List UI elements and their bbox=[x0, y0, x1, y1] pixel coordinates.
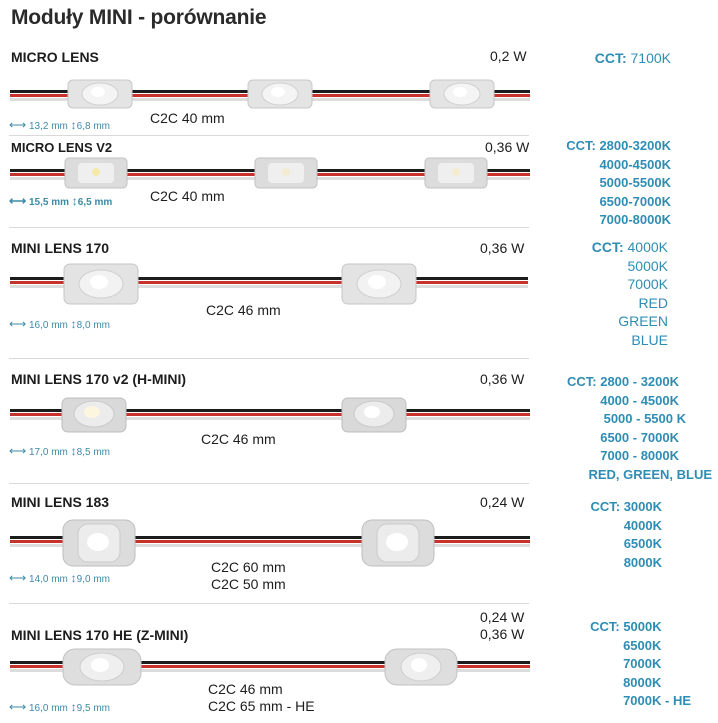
module-power: 0,36 W bbox=[480, 371, 525, 387]
width-arrow-icon: ⟷ bbox=[9, 700, 27, 714]
led-module bbox=[341, 397, 407, 433]
module-name: MICRO LENS bbox=[11, 49, 99, 65]
led-module bbox=[63, 263, 139, 305]
section-divider bbox=[9, 227, 529, 228]
module-dimensions: ⟷ 15,5 mm ↕6,5 mm bbox=[9, 194, 113, 208]
led-module bbox=[254, 157, 318, 189]
led-module bbox=[61, 397, 127, 433]
module-name: MINI LENS 170 bbox=[11, 240, 110, 256]
led-strip-image bbox=[10, 263, 528, 305]
section-divider bbox=[9, 135, 529, 136]
section-divider bbox=[9, 603, 529, 604]
module-dimensions: ⟷ 13,2 mm ↕6,8 mm bbox=[9, 118, 111, 132]
height-arrow-icon: ↕ bbox=[70, 118, 77, 132]
led-module bbox=[64, 157, 128, 189]
cct-list: CCT: 2800 - 3200K 4000 - 4500K 5000 - 55… bbox=[566, 374, 712, 482]
led-strip-image bbox=[10, 79, 530, 109]
led-module bbox=[424, 157, 488, 189]
module-name: MICRO LENS V2 bbox=[11, 140, 113, 155]
led-module bbox=[429, 79, 495, 109]
module-power: 0,36 W bbox=[480, 240, 525, 256]
module-power: 0,36 W bbox=[485, 139, 530, 155]
height-arrow-icon: ↕ bbox=[70, 700, 77, 714]
c2c-spacing: C2C 46 mm bbox=[201, 431, 276, 447]
cct-list: CCT: 5000K 6500K 7000K 8000K 7000K - HE bbox=[590, 619, 691, 709]
height-arrow-icon: ↕ bbox=[70, 444, 77, 458]
module-dimensions: ⟷ 17,0 mm ↕8,5 mm bbox=[9, 444, 111, 458]
section-divider bbox=[9, 358, 529, 359]
led-strip-image bbox=[10, 157, 530, 189]
section-divider bbox=[9, 483, 529, 484]
width-arrow-icon: ⟷ bbox=[9, 571, 27, 585]
led-module bbox=[361, 519, 435, 567]
cct-list: CCT: 2800-3200K 4000-4500K 5000-5500K 65… bbox=[566, 138, 671, 228]
module-name: MINI LENS 183 bbox=[11, 494, 110, 510]
height-arrow-icon: ↕ bbox=[71, 194, 78, 208]
module-dimensions: ⟷ 16,0 mm ↕8,0 mm bbox=[9, 317, 111, 331]
module-dimensions: ⟷ 14,0 mm ↕9,0 mm bbox=[9, 571, 111, 585]
led-module bbox=[247, 79, 313, 109]
height-arrow-icon: ↕ bbox=[70, 571, 77, 585]
module-name: MINI LENS 170 HE (Z-MINI) bbox=[11, 627, 189, 643]
led-module bbox=[384, 648, 458, 686]
module-name: MINI LENS 170 v2 (H-MINI) bbox=[11, 371, 187, 387]
led-module bbox=[67, 79, 133, 109]
cct-list: CCT: 3000K 4000K 6500K 8000K bbox=[590, 499, 662, 570]
cct-list: CCT: 4000K 5000K 7000K RED GREEN BLUE bbox=[591, 239, 668, 348]
page-title: Moduły MINI - porównanie bbox=[11, 6, 267, 29]
led-strip-image bbox=[10, 519, 530, 567]
module-power: 0,24 W bbox=[480, 494, 525, 510]
c2c-spacing: C2C 40 mm bbox=[150, 188, 225, 204]
height-arrow-icon: ↕ bbox=[70, 317, 77, 331]
c2c-spacing: C2C 46 mm bbox=[206, 302, 281, 318]
led-strip-image bbox=[10, 648, 530, 686]
width-arrow-icon: ⟷ bbox=[9, 118, 27, 132]
led-strip-image bbox=[10, 397, 530, 433]
width-arrow-icon: ⟷ bbox=[9, 194, 27, 208]
module-dimensions: ⟷ 16,0 mm ↕9,5 mm bbox=[9, 700, 111, 714]
led-module bbox=[62, 519, 136, 567]
c2c-spacing: C2C 40 mm bbox=[150, 110, 225, 126]
led-module bbox=[341, 263, 417, 305]
width-arrow-icon: ⟷ bbox=[9, 444, 27, 458]
module-power: 0,2 W bbox=[490, 48, 527, 64]
led-module bbox=[62, 648, 142, 686]
width-arrow-icon: ⟷ bbox=[9, 317, 27, 331]
cct-list: CCT: 7100K bbox=[594, 50, 671, 66]
